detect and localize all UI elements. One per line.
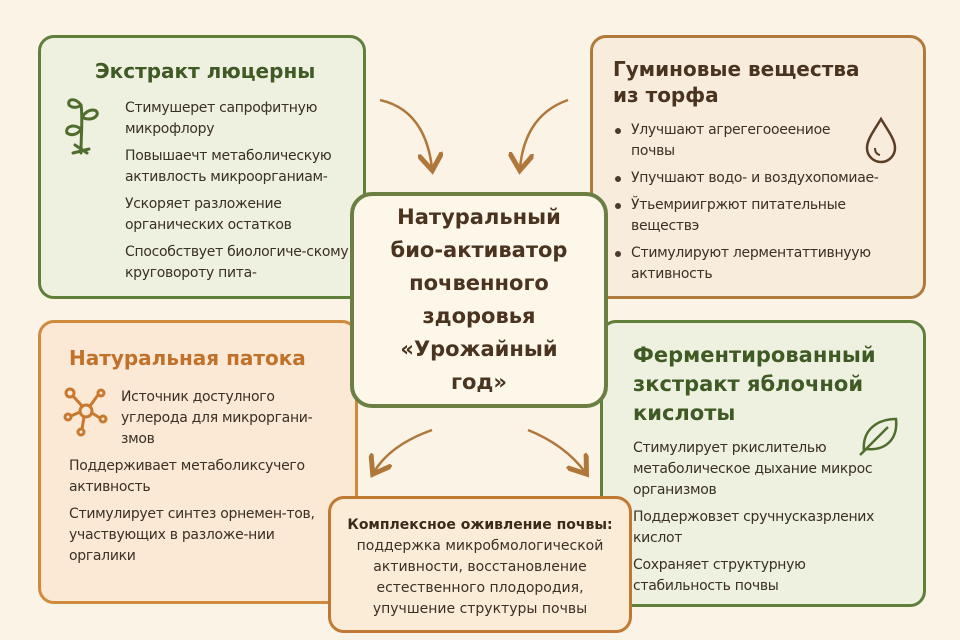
alfalfa-item: Ускоряет разложение органических остатко… bbox=[125, 196, 292, 233]
molecule-icon bbox=[63, 387, 108, 437]
apple-item: Стимулирует ркислителью метаболическое д… bbox=[633, 440, 873, 498]
humic-item: Стимулируют лерментаттивнуую активность bbox=[613, 243, 913, 285]
arrow-apple bbox=[527, 428, 585, 472]
humic-card: Гуминовые вещества из торфа Улучшают агр… bbox=[590, 35, 926, 299]
molasses-item: Стимулирует синтез орнемен-тов, участвую… bbox=[69, 506, 315, 564]
humic-item: Упучшают водо- и воздухопомиае- bbox=[613, 168, 913, 189]
alfalfa-item: Стимушерет сапрофитную микрофлору bbox=[125, 100, 318, 137]
humic-item: Улучшают агрегегооеениое почвы bbox=[613, 120, 873, 162]
alfalfa-item: Повышаечт метаболическую активлость микр… bbox=[125, 148, 332, 185]
summary-card: Комплексное оживление почвы: поддержка м… bbox=[328, 496, 632, 633]
center-card: Натуральный био-активатор почвенного здо… bbox=[350, 192, 608, 408]
apple-card: Ферментированный зкстракт яблочной кисло… bbox=[600, 320, 926, 607]
arrow-molasses bbox=[374, 428, 433, 472]
molasses-card: Натуральная патока Источник достулного у… bbox=[38, 320, 358, 604]
arrow-alfalfa bbox=[379, 98, 432, 168]
humic-item: Ўтьемриигржют питательные веществэ bbox=[613, 195, 873, 237]
center-title: Натуральный био-активатор почвенного здо… bbox=[390, 205, 568, 394]
molasses-title: Натуральная патока bbox=[69, 346, 306, 370]
alfalfa-title: Экстракт люцерны bbox=[95, 59, 316, 83]
sprout-icon bbox=[65, 98, 99, 155]
alfalfa-item: Способствует биологиче-скому круговороту… bbox=[125, 244, 349, 281]
summary-title: Комплексное оживление почвы: bbox=[347, 517, 613, 533]
summary-body: поддержка микробмологической активности,… bbox=[356, 538, 604, 617]
molasses-item: Поддерживает метаболиксучего активность bbox=[69, 458, 305, 495]
humic-title: Гуминовые вещества из торфа bbox=[613, 57, 860, 107]
arrow-humic bbox=[520, 98, 569, 168]
alfalfa-card: Экстракт люцерны Стимушерет сапрофитную … bbox=[38, 35, 366, 299]
leaf-icon bbox=[859, 417, 898, 456]
molasses-item: Источник достулного углерода для микрорг… bbox=[121, 389, 313, 447]
apple-item: Поддержовзет сручнусказрлених кислот bbox=[633, 509, 875, 546]
apple-title: Ферментированный зкстракт яблочной кисло… bbox=[633, 343, 876, 425]
water-drop-icon bbox=[865, 116, 897, 164]
apple-item: Сохраняет структурную стабильность почвы bbox=[633, 557, 806, 594]
